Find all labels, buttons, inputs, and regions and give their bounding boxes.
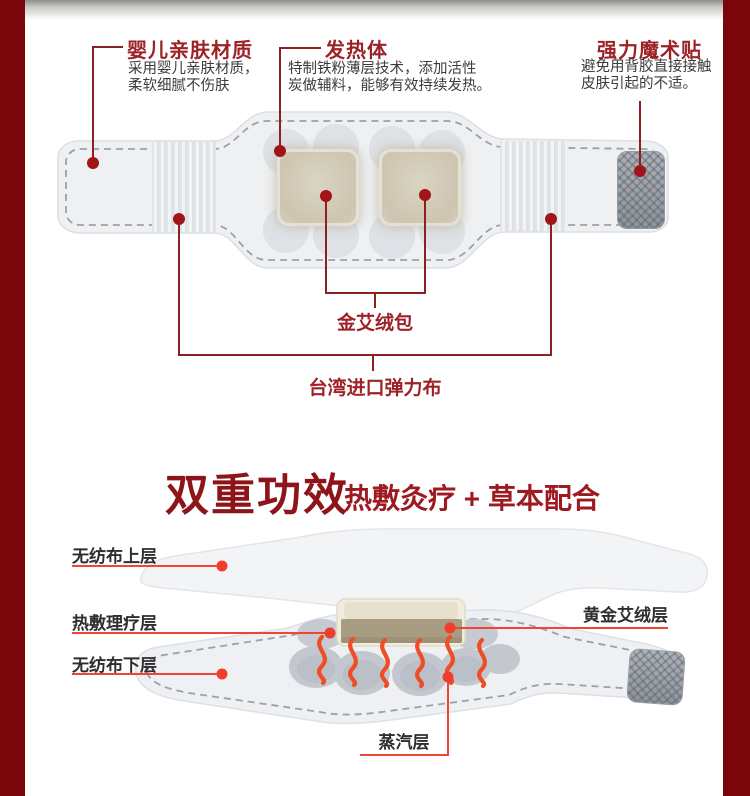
belt-stitching <box>65 120 661 261</box>
layer-label-moxa: 黄金艾绒层 <box>583 606 668 625</box>
left-border-band <box>0 0 25 796</box>
layer-label-therapy: 热敷理疗层 <box>72 614 157 633</box>
section-subheading: 热敷灸疗 + 草本配合 <box>344 483 600 514</box>
moxa-pad-left <box>277 149 359 226</box>
callout-dots-dark <box>87 145 646 225</box>
callout-lines-dark <box>92 46 641 371</box>
layer-label-steam: 蒸汽层 <box>378 733 430 752</box>
callout-velcro-desc: 避免用背胶直接接触 皮肤引起的不适。 <box>581 59 712 92</box>
steam-pads <box>289 644 520 696</box>
callout-heater-title: 发热体 <box>325 40 388 62</box>
right-border-band <box>723 0 750 796</box>
callout-heater-desc: 特制铁粉薄层技术，添加活性 炭做辅料，能够有效持续发热。 <box>288 61 491 94</box>
section-heading: 双重功效 <box>165 471 349 520</box>
elastic-fabric-label: 台湾进口弹力布 <box>308 378 442 399</box>
callout-velcro-title: 强力魔术贴 <box>597 40 702 62</box>
layer-top-sheet <box>140 528 709 621</box>
moxa-pad-right <box>379 149 461 226</box>
layer-label-top: 无纺布上层 <box>72 547 157 566</box>
callout-material-title: 婴儿亲肤材质 <box>127 40 253 62</box>
moxa-pack-label: 金艾绒包 <box>336 313 413 334</box>
callout-material-desc: 采用婴儿亲肤材质， 柔软细腻不伤肤 <box>128 61 259 94</box>
layer-label-bottom: 无纺布下层 <box>72 656 157 675</box>
moxa-box <box>336 598 466 647</box>
leader-dots-bright <box>216 560 456 683</box>
leader-lines-bright <box>72 565 668 756</box>
top-shadow-gradient <box>25 0 723 20</box>
